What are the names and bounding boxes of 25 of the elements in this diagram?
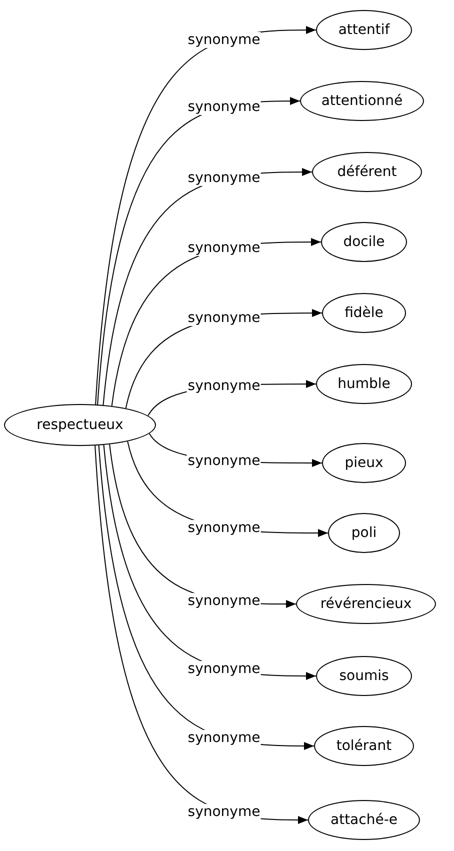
word-ellipse: soumis bbox=[316, 656, 412, 696]
word-ellipse: tolérant bbox=[314, 726, 414, 766]
word-ellipse: poli bbox=[328, 513, 400, 553]
word-ellipse: docile bbox=[321, 222, 407, 262]
word-ellipse: attentionné bbox=[300, 81, 424, 121]
edge-label: synonyme bbox=[186, 520, 262, 536]
edge-label: synonyme bbox=[186, 730, 262, 746]
word-ellipse: déférent bbox=[312, 152, 422, 192]
arrow bbox=[94, 445, 308, 824]
arrow bbox=[95, 26, 316, 405]
word-ellipse: humble bbox=[316, 364, 412, 404]
edge-label: synonyme bbox=[186, 98, 262, 115]
edge-label: synonyme bbox=[186, 32, 262, 48]
word-ellipse: respectueux bbox=[4, 404, 156, 446]
word-ellipse: révérencieux bbox=[296, 584, 436, 624]
word-ellipse: attaché-e bbox=[308, 800, 420, 840]
word-ellipse: attentif bbox=[316, 10, 412, 50]
word-ellipse: pieux bbox=[322, 443, 406, 483]
edge-label: synonyme bbox=[186, 804, 262, 820]
edge-label: synonyme bbox=[186, 592, 262, 609]
edge-label: synonyme bbox=[186, 452, 262, 469]
edge-label: synonyme bbox=[186, 170, 262, 186]
word-ellipse: fidèle bbox=[322, 293, 406, 333]
edge-label: synonyme bbox=[186, 660, 262, 677]
edge-label: synonyme bbox=[186, 240, 262, 256]
